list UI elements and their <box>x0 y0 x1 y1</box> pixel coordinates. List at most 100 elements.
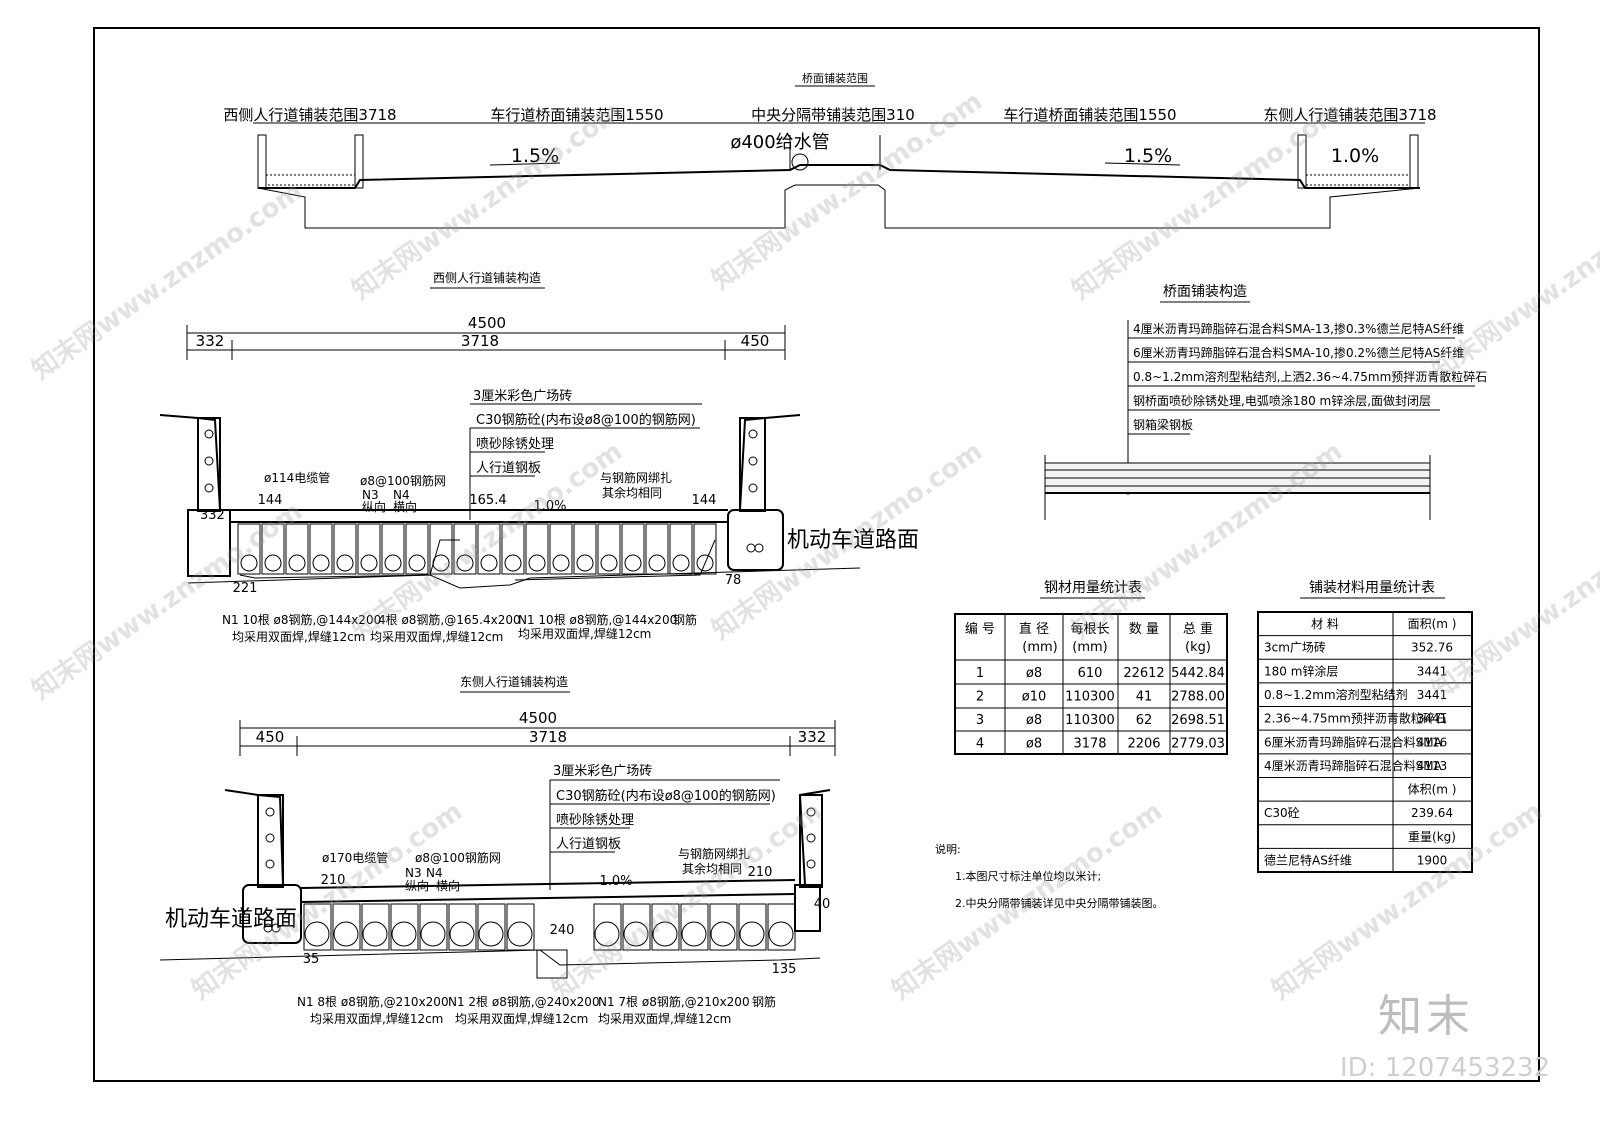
watermarks: 知末网www.znzmo.com 知末网www.znzmo.com 知末网www.z… <box>27 86 1600 1005</box>
deck-layer-4: 钢桥面喷砂除锈处理,电弧喷涂180 m锌涂层,面做封闭层 <box>1133 393 1431 408</box>
east-weld-1: 均采用双面焊,焊缝12cm <box>310 1011 443 1026</box>
steel-h-wt: 总 重 <box>1183 621 1213 637</box>
paving-value: 4116 <box>1417 735 1448 749</box>
watermark-text: 知末网www.znzmo.com <box>1427 176 1600 385</box>
paving-row: 重量(kg) <box>1408 830 1456 844</box>
west-cell <box>501 523 525 575</box>
west-cell <box>597 523 621 575</box>
top-section-title: 桥面铺装范围 <box>802 71 868 85</box>
watermark-text: 知末网www.znzmo.com <box>1427 496 1600 705</box>
top-slope-east: 1.5% <box>1124 145 1172 167</box>
east-tie: 与钢筋网绑扎 <box>678 846 750 861</box>
watermark-text: 知末网www.znzmo.com <box>187 796 468 1005</box>
west-trans: 横向 <box>393 499 417 514</box>
west-cell <box>381 523 405 575</box>
east-cell <box>680 903 709 951</box>
west-note-2: 4根 ø8钢筋,@165.4x200 <box>378 612 521 627</box>
watermark-text: 知末网www.znzmo.com <box>1067 96 1348 305</box>
west-n3: N3 <box>362 488 379 502</box>
paving-material: C30砼 <box>1264 806 1300 820</box>
notes-title: 说明: <box>935 843 961 856</box>
steel-h-no: 编 号 <box>965 622 995 637</box>
deck-layer-1: 4厘米沥青玛蹄脂碎石混合料SMA-13,掺0.3%德兰尼特AS纤维 <box>1133 321 1464 336</box>
steel-cell: 41 <box>1136 690 1153 705</box>
note-1: 1.本图尺寸标注单位均以米计; <box>955 870 1102 883</box>
east-note-1: N1 8根 ø8钢筋,@210x200 <box>297 994 449 1009</box>
watermark-text: 知末网www.znzmo.com <box>27 176 308 385</box>
west-layer-1: 3厘米彩色广场砖 <box>473 388 572 404</box>
top-label-median: 中央分隔带铺装范围310 <box>751 106 915 124</box>
east-road-label: 机动车道路面 <box>165 907 297 932</box>
east-n3: N3 <box>405 866 422 880</box>
west-cell <box>669 523 693 575</box>
steel-cell: 2788.00 <box>1171 690 1225 705</box>
west-weld-2: 均采用双面焊,焊缝12cm <box>370 629 503 644</box>
steel-cell: 2779.03 <box>1171 737 1225 752</box>
paving-material: 4厘米沥青玛蹄脂碎石混合料SMA <box>1264 758 1443 773</box>
west-cell <box>429 523 453 575</box>
east-note-3: N1 7根 ø8钢筋,@210x200 <box>598 994 750 1009</box>
east-dim-left: 450 <box>256 728 285 746</box>
west-tie: 与钢筋网绑扎 <box>600 470 672 485</box>
paving-value: 3441 <box>1417 712 1448 726</box>
east-cell <box>419 903 448 951</box>
west-pipe-label: ø114电缆管 <box>264 470 330 485</box>
west-cell <box>261 523 285 575</box>
top-label-road-west: 车行道桥面铺装范围1550 <box>490 106 663 124</box>
east-note-4: 钢筋 <box>752 994 776 1009</box>
steel-cell: 110300 <box>1065 713 1115 728</box>
west-road-label: 机动车道路面 <box>787 528 919 553</box>
east-cell <box>738 903 767 951</box>
west-dim-mid: 3718 <box>461 332 499 350</box>
east-d40: 40 <box>814 897 831 912</box>
deck-title: 桥面铺装构造 <box>1163 284 1247 300</box>
west-d332: 332 <box>200 508 225 523</box>
east-cell <box>303 903 332 951</box>
steel-cell: 3178 <box>1073 737 1106 752</box>
west-d144a: 144 <box>258 493 283 508</box>
west-dim-left: 332 <box>196 332 225 350</box>
west-cell <box>405 523 429 575</box>
steel-table-title: 钢材用量统计表 <box>1044 580 1142 596</box>
image-id: ID: 1207453232 <box>1340 1053 1551 1083</box>
paving-value: 352.76 <box>1411 641 1453 655</box>
paving-value: 4113 <box>1417 759 1448 773</box>
steel-cell: 5442.84 <box>1171 666 1225 681</box>
west-d78: 78 <box>725 573 742 588</box>
steel-cell: ø8 <box>1026 666 1042 681</box>
east-slope: 1.0% <box>599 874 632 889</box>
west-longi: 纵向 <box>362 499 386 514</box>
top-pipe-label: ø400给水管 <box>730 132 829 153</box>
steel-cell: ø10 <box>1022 690 1047 705</box>
west-n4: N4 <box>393 488 410 502</box>
east-d210a: 210 <box>321 873 346 888</box>
paving-value: 3441 <box>1417 664 1448 678</box>
east-layer-4: 人行道钢板 <box>556 837 621 852</box>
west-layer-2: C30钢筋砼(内布设ø8@100的钢筋网) <box>476 412 696 428</box>
steel-cell: 3 <box>976 713 984 728</box>
note-2: 2.中央分隔带铺装详见中央分隔带铺装图。 <box>955 897 1164 910</box>
west-slope: 1.0% <box>533 499 566 514</box>
east-cell <box>506 903 535 951</box>
steel-h-qty: 数 量 <box>1129 622 1159 637</box>
top-label-east: 东侧人行道铺装范围3718 <box>1263 106 1436 124</box>
east-cell <box>709 903 738 951</box>
west-dim-total: 4500 <box>468 314 506 332</box>
east-cell <box>477 903 506 951</box>
steel-cell: 22612 <box>1123 666 1164 681</box>
paving-row: 材 料面积(m ) <box>1311 617 1456 631</box>
watermark-text: 知末网www.znzmo.com <box>1267 796 1548 1005</box>
east-cell <box>651 903 680 951</box>
paving-value: 重量(kg) <box>1408 830 1456 844</box>
east-weld-2: 均采用双面焊,焊缝12cm <box>455 1011 588 1026</box>
east-cell <box>361 903 390 951</box>
east-tie2: 其余均相同 <box>682 861 742 876</box>
east-layer-1: 3厘米彩色广场砖 <box>553 763 652 779</box>
